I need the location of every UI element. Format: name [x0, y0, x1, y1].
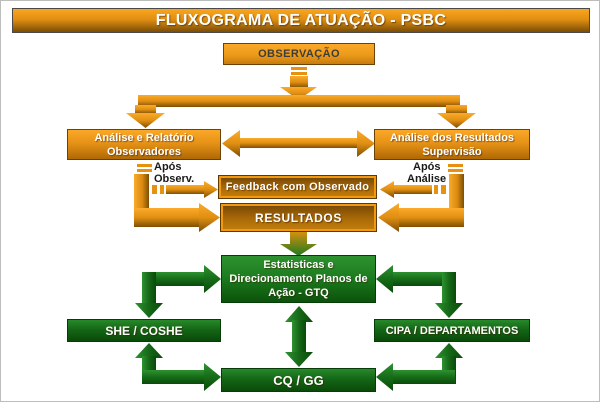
page-title: FLUXOGRAMA DE ATUAÇÃO - PSBC	[12, 8, 590, 33]
connector-left-branch	[134, 164, 220, 232]
node-label: Análise e Relatório	[94, 131, 194, 144]
connector-analise-double-arrow	[222, 130, 375, 157]
node-label: Feedback com Observado	[225, 181, 370, 193]
node-label: Direcionamento Planos de	[229, 273, 368, 285]
connector-she-cqgg	[135, 343, 221, 391]
annotation-apos-analise: Após Análise	[407, 161, 447, 185]
connector-gtq-she	[135, 265, 221, 318]
node-analise-observadores: Análise e Relatório Observadores	[67, 129, 221, 160]
connector-observacao-down	[280, 67, 317, 100]
node-label: OBSERVAÇÃO	[258, 48, 340, 60]
connector-resultados-to-gtq	[280, 231, 317, 256]
connector-cipa-cqgg	[376, 343, 463, 391]
node-feedback: Feedback com Observado	[218, 175, 377, 199]
node-she-coshe: SHE / COSHE	[67, 319, 221, 342]
node-cipa-departamentos: CIPA / DEPARTAMENTOS	[374, 319, 530, 342]
node-analise-supervisao: Análise dos Resultados Supervisão	[374, 129, 530, 160]
node-label: SHE / COSHE	[105, 323, 183, 338]
node-label: Ação - GTQ	[268, 287, 329, 299]
connector-gtq-cipa	[376, 265, 463, 318]
node-label: Supervisão	[422, 145, 482, 158]
page-title-text: FLUXOGRAMA DE ATUAÇÃO - PSBC	[155, 11, 447, 29]
connector-right-branch	[378, 164, 464, 232]
node-gtq: Estatisticas e Direcionamento Planos de …	[221, 255, 376, 303]
node-label: Observadores	[107, 145, 181, 158]
annotation-apos-observ: Após Observ.	[154, 161, 195, 185]
node-label: CQ / GG	[273, 372, 324, 388]
node-resultados: RESULTADOS	[220, 203, 377, 232]
node-label: Análise dos Resultados	[389, 131, 515, 144]
connector-gtq-cqgg-double-arrow	[285, 306, 313, 367]
connector-distribution-bar	[126, 95, 476, 128]
node-label: Estatisticas e	[263, 259, 334, 271]
node-observacao: OBSERVAÇÃO	[223, 43, 375, 65]
node-cq-gg: CQ / GG	[221, 368, 376, 392]
node-label: CIPA / DEPARTAMENTOS	[385, 324, 519, 337]
node-label: RESULTADOS	[255, 210, 342, 225]
